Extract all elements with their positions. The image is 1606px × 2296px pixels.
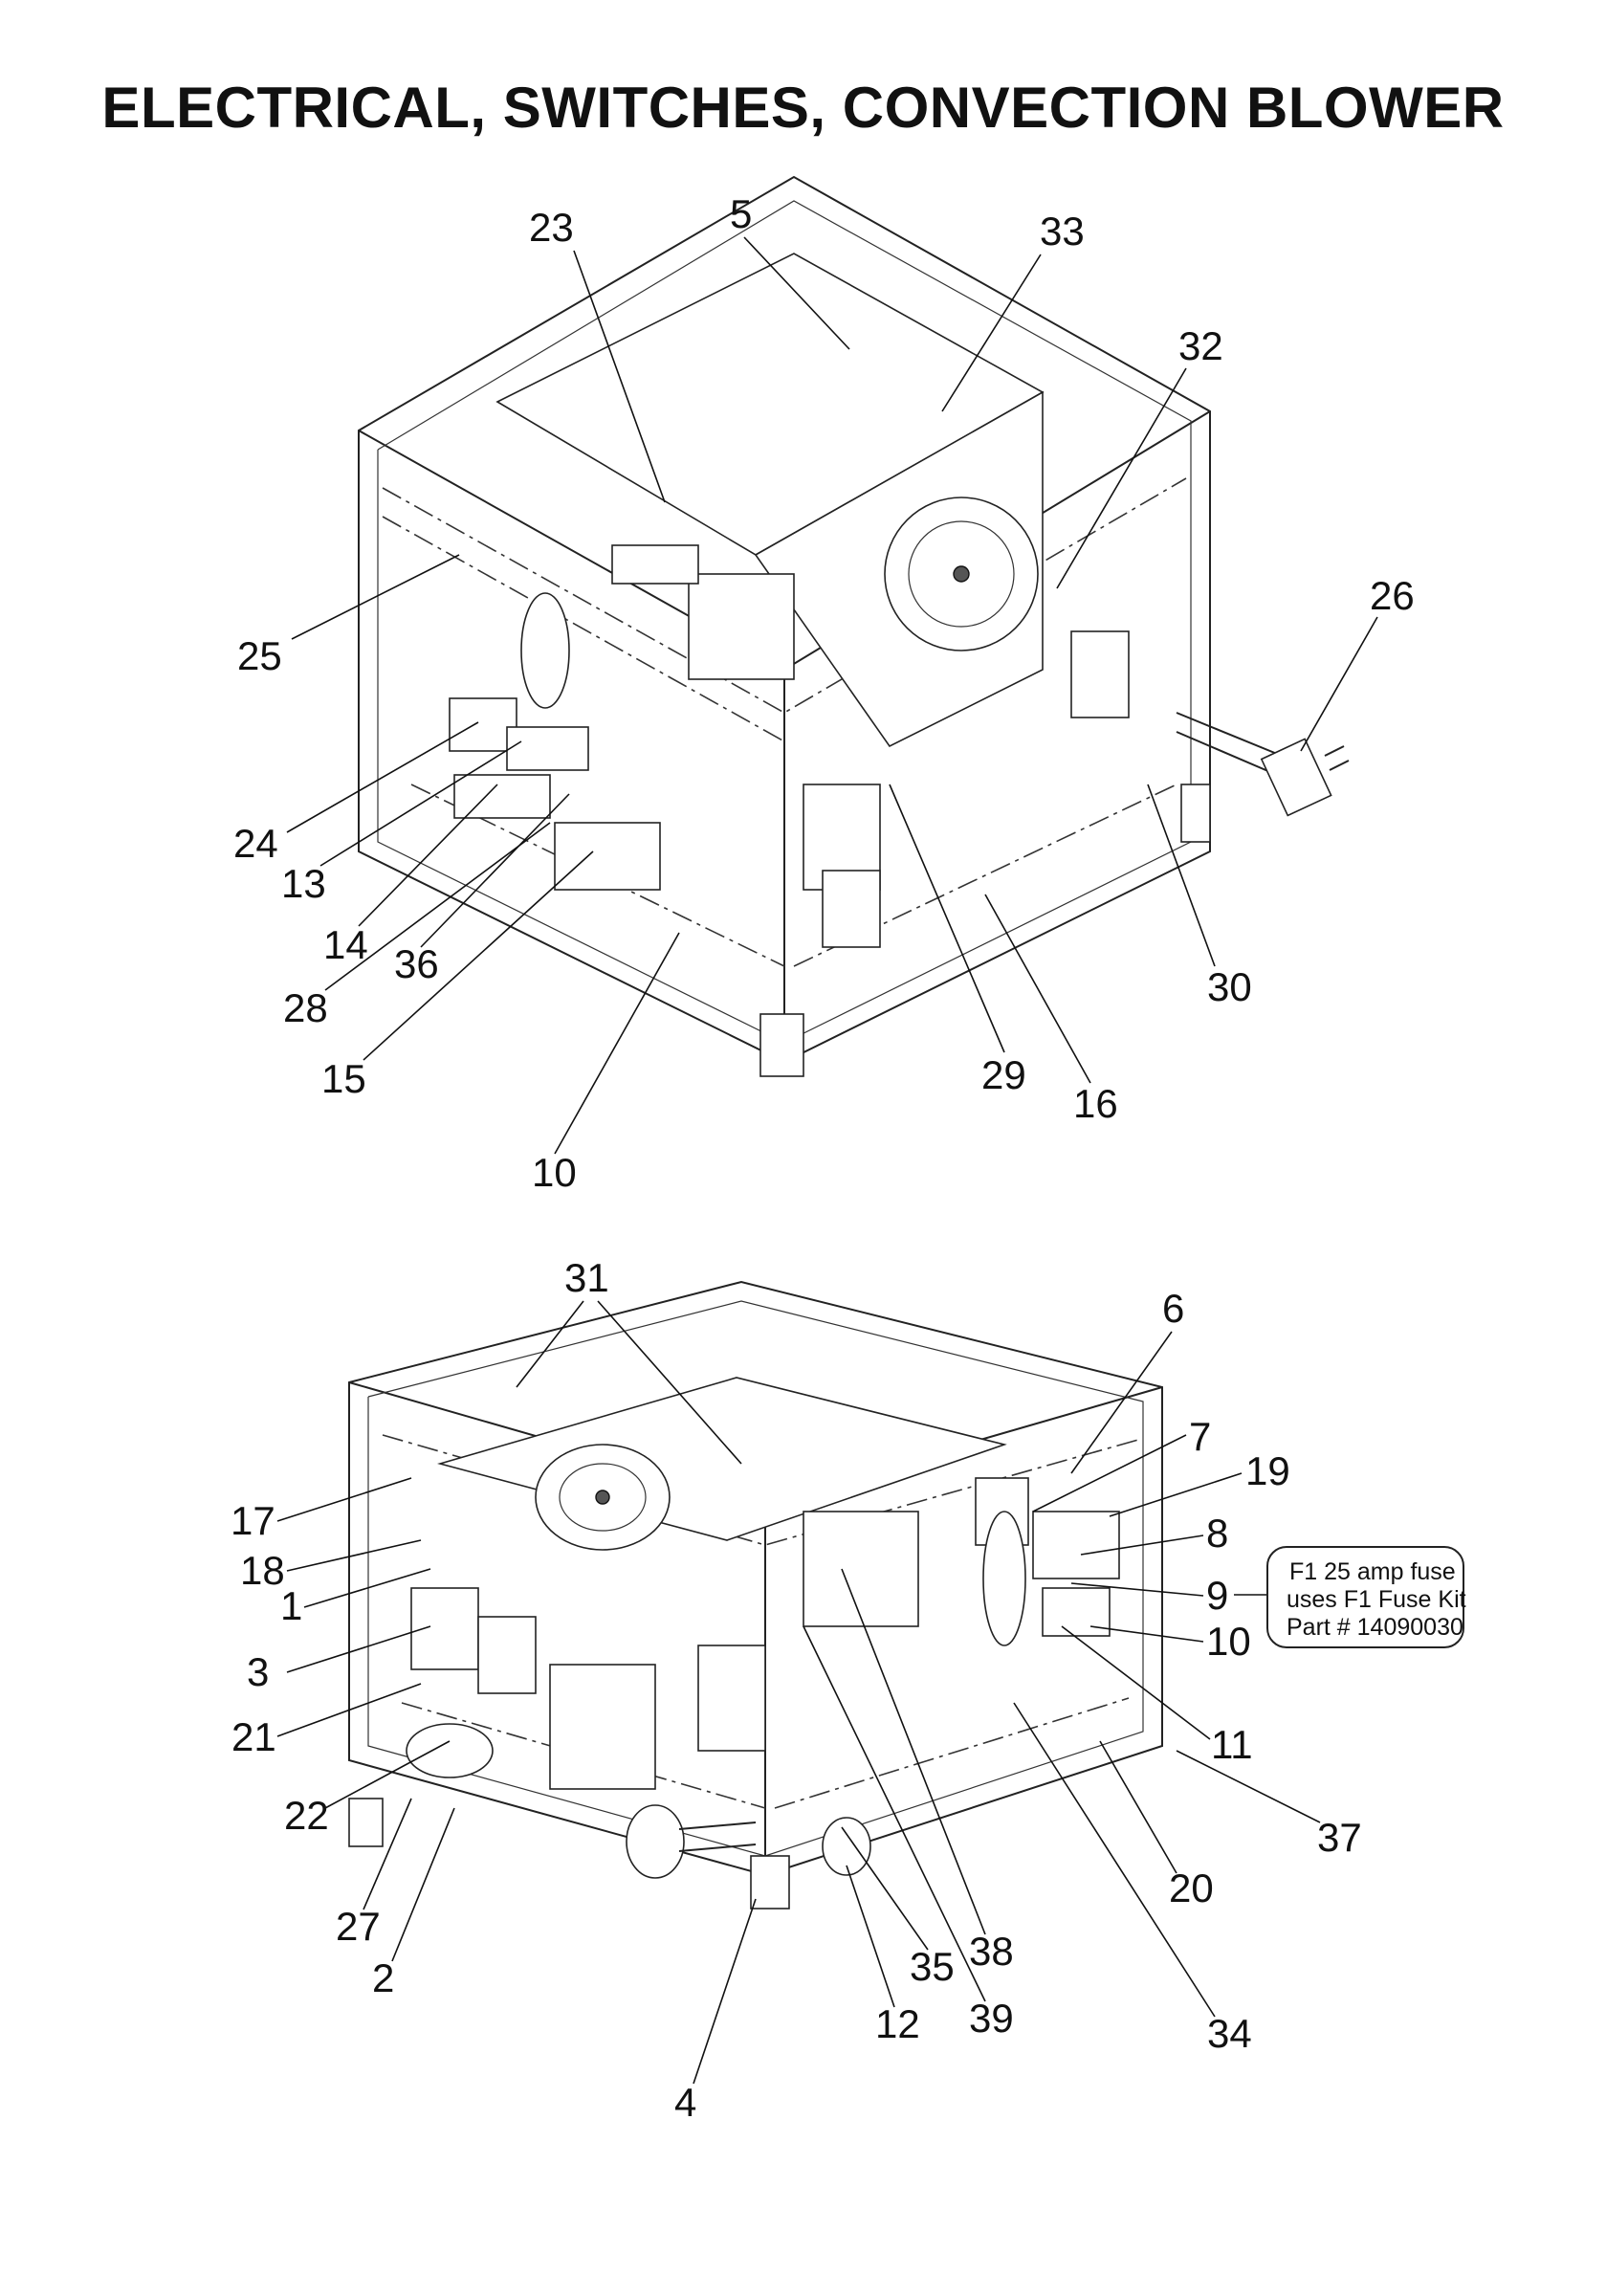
callout-18: 18 bbox=[240, 1548, 285, 1593]
bottom-callouts: 31 6 7 19 8 9 10 11 17 18 1 3 21 22 27 2… bbox=[231, 1255, 1362, 2125]
callout-32: 32 bbox=[1178, 323, 1223, 368]
fuse-note: F1 25 amp fuse uses F1 Fuse Kit Part # 1… bbox=[1266, 1546, 1466, 1648]
callout-14: 14 bbox=[323, 922, 368, 967]
callout-25: 25 bbox=[237, 633, 282, 678]
callout-26: 26 bbox=[1370, 573, 1415, 618]
callout-17: 17 bbox=[231, 1498, 275, 1543]
callout-36: 36 bbox=[394, 941, 439, 986]
callout-13: 13 bbox=[281, 861, 326, 906]
top-oven-drawing bbox=[358, 175, 1350, 1077]
callout-12: 12 bbox=[875, 2001, 920, 2046]
callout-2: 2 bbox=[372, 1955, 394, 2000]
callout-3: 3 bbox=[247, 1649, 269, 1694]
callout-33: 33 bbox=[1040, 209, 1085, 254]
fuse-note-line3: Part # 14090030 bbox=[1287, 1614, 1463, 1641]
callout-5: 5 bbox=[730, 191, 752, 236]
callout-19: 19 bbox=[1245, 1448, 1290, 1493]
bottom-leader-lines bbox=[276, 1300, 1321, 2085]
callout-30: 30 bbox=[1207, 964, 1252, 1009]
callout-11: 11 bbox=[1211, 1722, 1253, 1767]
callout-7: 7 bbox=[1189, 1414, 1211, 1459]
callout-24: 24 bbox=[233, 821, 278, 866]
callout-27: 27 bbox=[336, 1904, 381, 1949]
page-title: ELECTRICAL, SWITCHES, CONVECTION BLOWER bbox=[101, 76, 1505, 140]
callout-22: 22 bbox=[284, 1793, 329, 1838]
callout-4: 4 bbox=[674, 2080, 696, 2125]
callout-21: 21 bbox=[231, 1714, 276, 1759]
callout-28: 28 bbox=[283, 985, 328, 1030]
callout-37: 37 bbox=[1317, 1815, 1362, 1860]
callout-39: 39 bbox=[969, 1996, 1014, 2041]
fuse-note-line1: F1 25 amp fuse bbox=[1289, 1558, 1456, 1585]
fuse-note-box bbox=[1266, 1546, 1464, 1648]
callout-29: 29 bbox=[981, 1052, 1026, 1097]
callout-35: 35 bbox=[910, 1944, 955, 1989]
callout-10-bottom: 10 bbox=[1206, 1619, 1251, 1664]
fuse-note-line2: uses F1 Fuse Kit bbox=[1287, 1586, 1466, 1613]
bottom-oven-drawing bbox=[348, 1280, 1163, 1910]
callout-15: 15 bbox=[321, 1056, 366, 1101]
callout-10-top: 10 bbox=[532, 1150, 577, 1195]
callout-1: 1 bbox=[280, 1583, 302, 1628]
callout-38: 38 bbox=[969, 1929, 1014, 1974]
callout-6: 6 bbox=[1162, 1286, 1184, 1331]
callout-16: 16 bbox=[1073, 1081, 1118, 1126]
callout-31: 31 bbox=[564, 1255, 609, 1300]
callout-23: 23 bbox=[529, 205, 574, 250]
callout-9: 9 bbox=[1206, 1573, 1228, 1618]
callout-8: 8 bbox=[1206, 1511, 1228, 1556]
callout-34: 34 bbox=[1207, 2011, 1252, 2056]
top-callouts: 23 5 33 32 26 25 24 13 14 36 28 15 10 29… bbox=[233, 191, 1415, 1195]
top-leader-lines bbox=[286, 236, 1378, 1155]
